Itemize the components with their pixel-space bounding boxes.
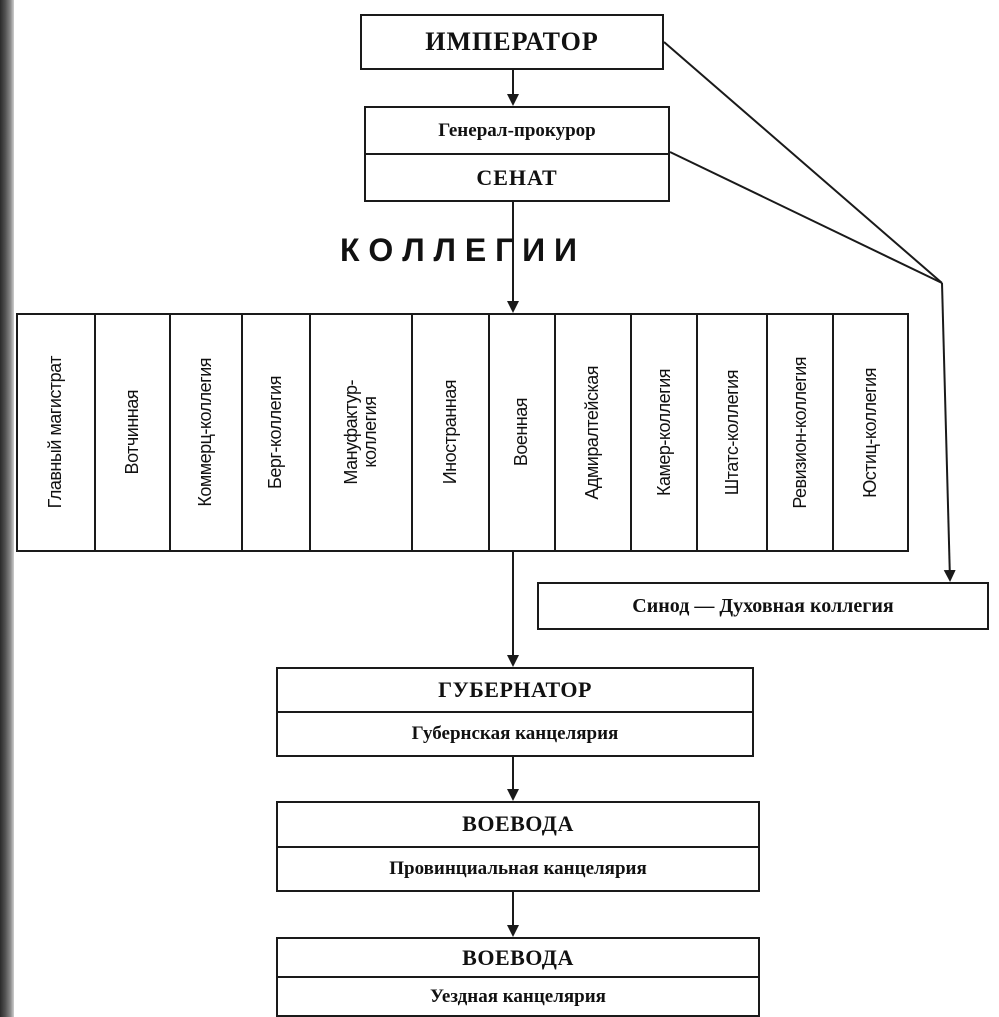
college-justice: Юстиц-коллегия bbox=[860, 367, 881, 498]
arrow-junction-to-synod bbox=[941, 282, 956, 582]
senate-box: Генерал-прокурор СЕНАТ bbox=[364, 106, 670, 202]
provincial-office: Провинциальная канцелярия bbox=[278, 845, 758, 891]
district-voivode-box: ВОЕВОДА Уездная канцелярия bbox=[276, 937, 760, 1017]
photo-edge-decoration bbox=[0, 0, 14, 1017]
college-votchinnaya: Вотчинная bbox=[96, 315, 171, 550]
governor-title: ГУБЕРНАТОР bbox=[438, 677, 592, 702]
college-military: Военная bbox=[490, 315, 556, 550]
governor-box: ГУБЕРНАТОР Губернская канцелярия bbox=[276, 667, 754, 757]
synod-box: Синод — Духовная коллегия bbox=[537, 582, 989, 630]
college-berg: Берг-коллегия bbox=[243, 315, 312, 550]
college-kammer: Камер-коллегия bbox=[632, 315, 699, 550]
college-main-magistrate: Главный магистрат bbox=[18, 315, 96, 550]
college-foreign: Иностранная bbox=[413, 315, 490, 550]
emperor-box: ИМПЕРАТОР bbox=[360, 14, 664, 70]
collegia-row: Главный магистрат Вотчинная Коммерц-колл… bbox=[16, 313, 909, 552]
line-senate-to-synod-junction bbox=[669, 151, 943, 284]
provincial-voivode-box: ВОЕВОДА Провинциальная канцелярия bbox=[276, 801, 760, 892]
college-admiralty: Адмиралтейская bbox=[556, 315, 632, 550]
college-commerce: Коммерц-коллегия bbox=[171, 315, 243, 550]
governor-office: Губернская канцелярия bbox=[278, 711, 752, 755]
college-shtats: Штатс-коллегия bbox=[698, 315, 769, 550]
college-manufactory: Мануфактур- коллегия bbox=[311, 315, 414, 550]
provincial-voivode-title: ВОЕВОДА bbox=[462, 811, 574, 837]
procurator-general-label: Генерал-прокурор bbox=[438, 119, 596, 141]
district-office: Уездная канцелярия bbox=[278, 976, 758, 1015]
collegia-heading: К О Л Л Е Г И И bbox=[340, 232, 578, 268]
college-revizion: Ревизион-коллегия bbox=[768, 315, 835, 550]
district-voivode-title: ВОЕВОДА bbox=[462, 944, 574, 970]
line-emperor-to-synod-junction bbox=[663, 41, 943, 284]
senate-label: СЕНАТ bbox=[366, 153, 668, 200]
